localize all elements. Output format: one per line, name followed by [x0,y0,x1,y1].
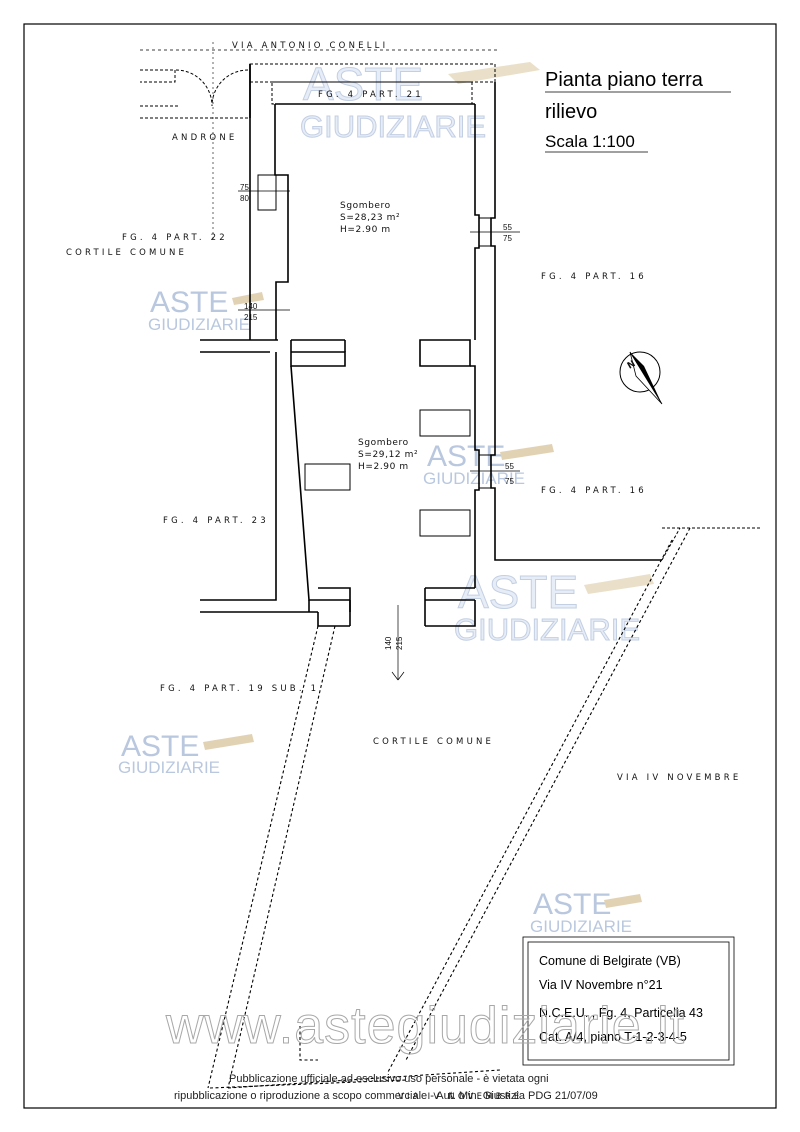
svg-text:55: 55 [503,223,512,232]
svg-text:GIUDIZIARIE: GIUDIZIARIE [454,612,640,647]
svg-text:ASTE: ASTE [458,566,578,618]
part23-label: Fg. 4 Part. 23 [163,516,269,526]
svg-text:Sgombero: Sgombero [358,438,409,448]
svg-text:80: 80 [240,194,249,203]
street-right-label: Via IV Novembre [617,773,741,783]
aste-watermark-6: ASTE GIUDIZIARIE [530,888,642,936]
aste-watermark-1: ASTE GIUDIZIARIE [300,58,540,145]
svg-text:GIUDIZIARIE: GIUDIZIARIE [118,758,220,777]
street-bottom-label: Via IV Novembre [398,1092,522,1102]
plan-title: Pianta piano terra rilievo Scala 1:100 [545,69,731,153]
svg-text:Pubblicazione ufficiale ad esc: Pubblicazione ufficiale ad esclusivo uso… [229,1073,549,1085]
room-1-label: Sgombero S=28,23 m² H=2.90 m [340,201,400,235]
svg-text:S=29,12 m²: S=29,12 m² [358,450,418,460]
svg-text:140: 140 [244,302,258,311]
north-arrow: N [619,351,663,405]
drawing-frame [23,23,777,1109]
svg-text:75: 75 [505,477,514,486]
cadastral-info-box: Comune di Belgirate (VB) Via IV Novembre… [522,936,735,1066]
cortile-bottom-label: Cortile Comune [373,737,494,747]
svg-text:Via IV Novembre n°21: Via IV Novembre n°21 [539,978,663,992]
street-top-label: Via Antonio Conelli [232,41,388,51]
svg-text:215: 215 [395,636,404,650]
part16-bottom-label: Fg. 4 Part. 16 [541,486,647,496]
svg-text:Cat. A/4, piano T-1-2-3-4-5: Cat. A/4, piano T-1-2-3-4-5 [539,1030,687,1044]
svg-text:75: 75 [240,183,249,192]
svg-text:ASTE: ASTE [427,440,505,473]
part21-label: Fg. 4 Part. 21 [318,90,424,100]
svg-text:ASTE: ASTE [121,730,199,763]
svg-text:140: 140 [384,636,393,650]
part19-label: Fg. 4 Part. 19 Sub. 1 [160,684,319,694]
svg-text:Comune di Belgirate (VB): Comune di Belgirate (VB) [539,954,681,968]
svg-text:Sgombero: Sgombero [340,201,391,211]
svg-text:GIUDIZIARIE: GIUDIZIARIE [148,315,250,334]
footer-notice: Pubblicazione ufficiale ad esclusivo uso… [174,1073,598,1102]
svg-text:GIUDIZIARIE: GIUDIZIARIE [423,469,525,488]
svg-text:Scala 1:100: Scala 1:100 [545,132,635,151]
svg-text:N.C.E.U. , Fg. 4, Particella: N.C.E.U. , Fg. 4, Particella 43 [539,1006,703,1020]
androne-label: Androne [172,133,237,143]
aste-watermark-3: ASTE GIUDIZIARIE [423,440,554,488]
svg-text:ASTE: ASTE [533,888,611,921]
svg-text:S=28,23 m²: S=28,23 m² [340,213,400,223]
part22-label: Fg. 4 Part. 22 [122,233,228,243]
aste-watermark-2: ASTE GIUDIZIARIE [148,286,264,334]
svg-text:ASTE: ASTE [303,58,423,110]
svg-text:ripubblicazione o riproduzione: ripubblicazione o riproduzione a scopo c… [174,1090,598,1102]
svg-text:GIUDIZIARIE: GIUDIZIARIE [300,109,486,144]
svg-text:215: 215 [244,313,258,322]
dimension-labels: 75 80 140 215 55 75 55 75 140 215 [240,183,514,650]
part16-top-label: Fg. 4 Part. 16 [541,272,647,282]
svg-text:GIUDIZIARIE: GIUDIZIARIE [530,917,632,936]
svg-text:75: 75 [503,234,512,243]
svg-text:H=2.90 m: H=2.90 m [340,225,391,235]
room-2-label: Sgombero S=29,12 m² H=2.90 m [358,438,418,472]
cortile-left-label: Cortile Comune [66,248,187,258]
aste-watermark-4: ASTE GIUDIZIARIE [454,566,654,648]
svg-text:Pianta piano terra: Pianta piano terra [545,69,704,91]
svg-text:ASTE: ASTE [150,286,228,319]
site-watermark: www.astegiudiziarie.it [165,997,685,1055]
svg-text:rilievo: rilievo [545,101,597,123]
aste-watermark-5: ASTE GIUDIZIARIE [118,730,254,777]
svg-text:H=2.90 m: H=2.90 m [358,462,409,472]
svg-text:55: 55 [505,462,514,471]
